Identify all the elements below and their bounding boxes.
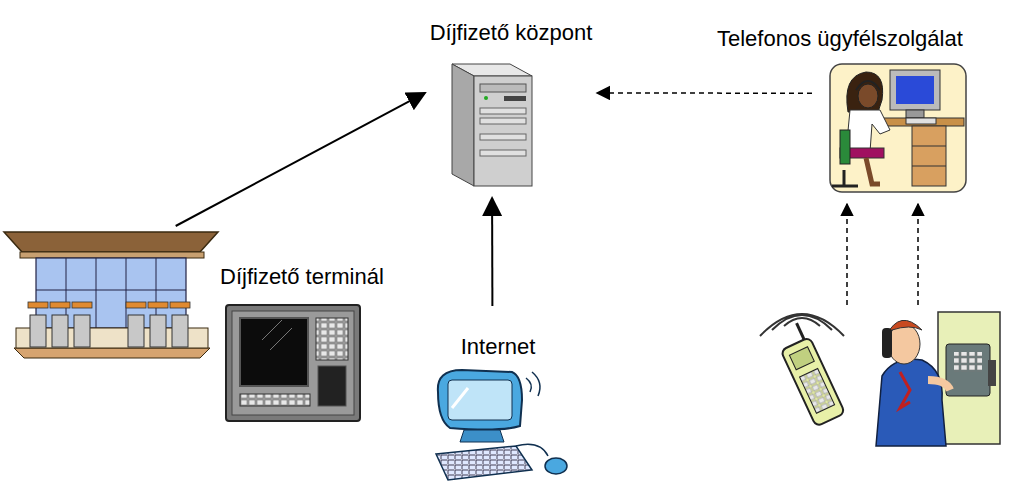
node-label: Telefonos ügyfélszolgálat xyxy=(717,26,963,52)
gas-station-icon xyxy=(4,232,218,358)
terminal-node: Díjfizető terminál xyxy=(0,226,366,426)
computer-icon xyxy=(436,370,567,480)
node-label: Díjfizető központ xyxy=(430,20,593,46)
server-icon xyxy=(452,64,532,186)
server-node: Díjfizető központ xyxy=(425,56,597,198)
call-center-icon xyxy=(830,64,966,192)
phone-call-arrows xyxy=(847,204,918,305)
internet-node: Internet xyxy=(428,306,568,492)
flow-arrow xyxy=(176,93,425,226)
terminal-icon xyxy=(226,305,360,421)
flow-arrow xyxy=(597,92,812,94)
flow-arrow xyxy=(491,198,493,306)
mobile-phone-icon xyxy=(760,314,845,427)
node-label: Díjfizető terminál xyxy=(220,264,384,290)
payphone-caller-icon xyxy=(876,312,1000,446)
call-center-node: Telefonos ügyfélszolgálat xyxy=(812,62,976,198)
node-label: Internet xyxy=(461,334,536,360)
